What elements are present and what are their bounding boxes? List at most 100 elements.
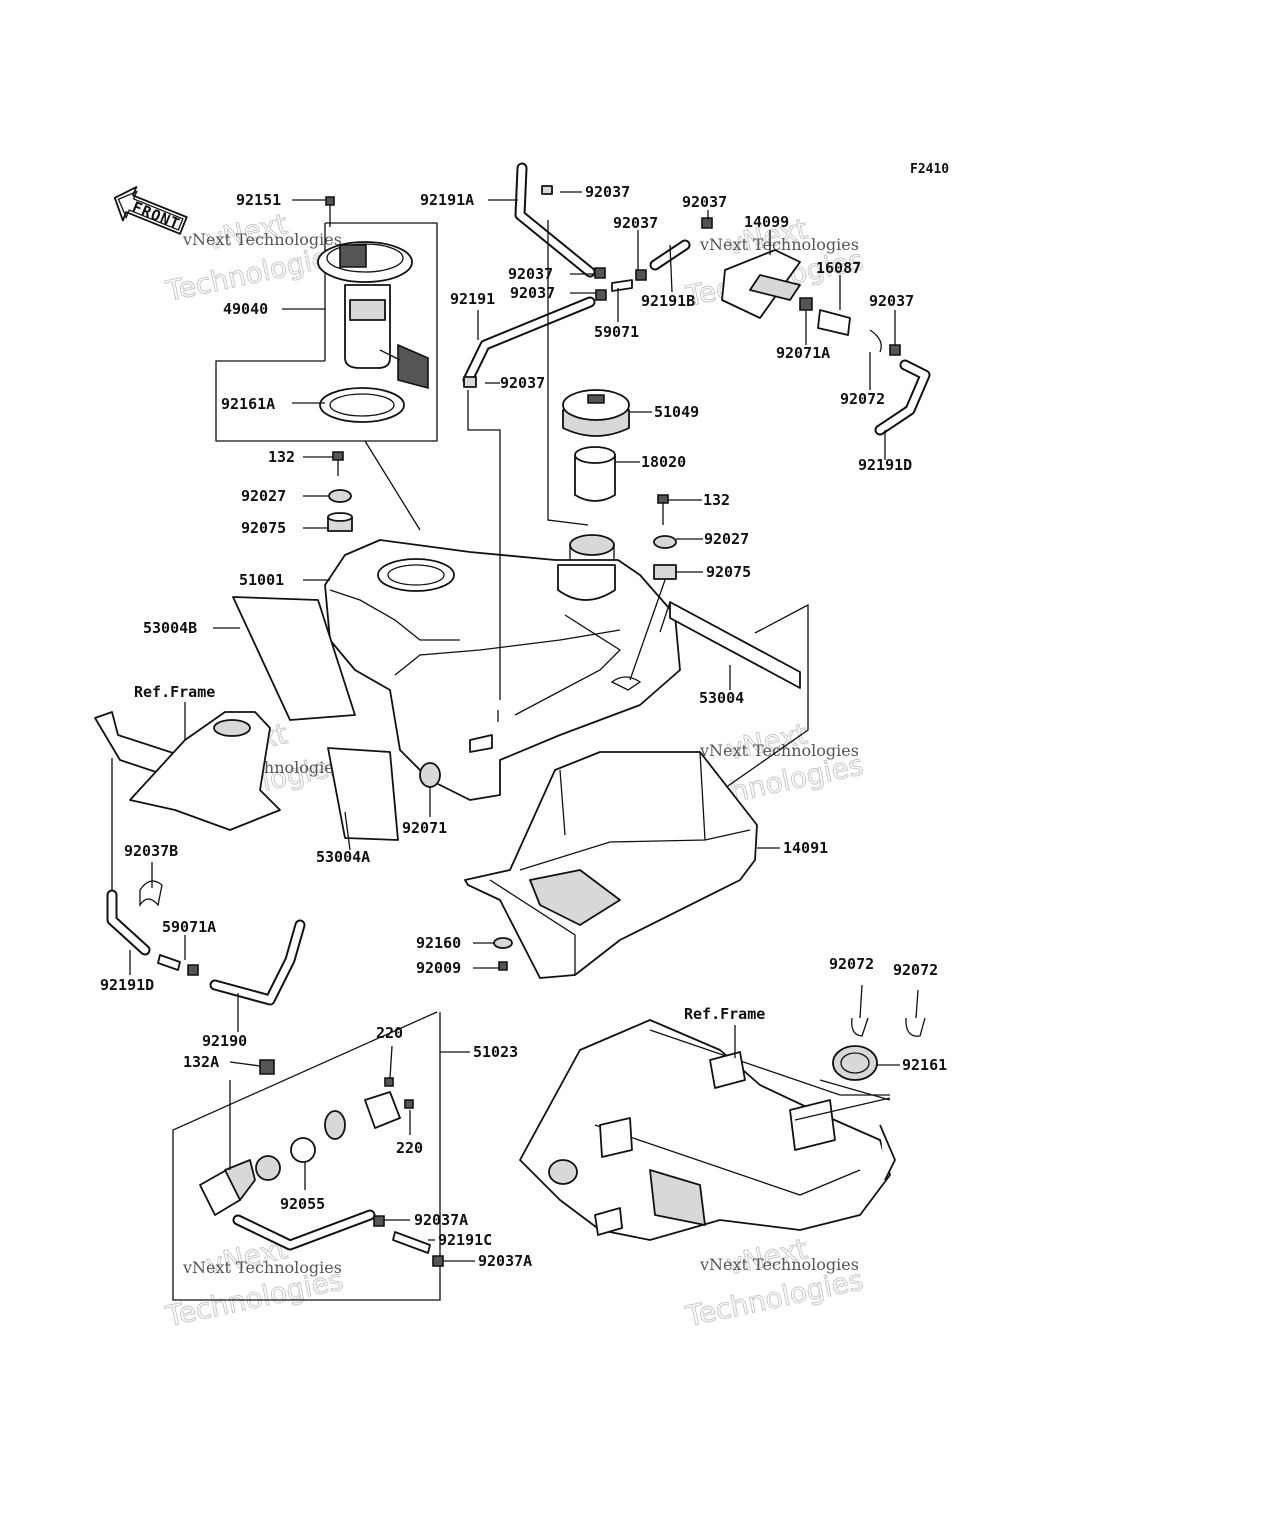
- leader-vent-to-tank: [467, 390, 501, 700]
- frame-boss: [213, 719, 251, 737]
- part-label: 53004A: [316, 848, 370, 866]
- frame-body-right: [519, 1019, 891, 1241]
- leader: [344, 811, 351, 851]
- tray-front-lip: [489, 879, 576, 975]
- bolt-132A: [259, 1059, 275, 1075]
- part-label: 92037: [508, 265, 553, 283]
- part-label: Ref.Frame: [134, 683, 215, 701]
- cap-51049-top: [562, 389, 630, 421]
- valve-gasket: [324, 1110, 346, 1140]
- leader: [859, 984, 863, 1019]
- screw-220-a: [384, 1077, 394, 1087]
- clamp-92037-b: [595, 289, 607, 301]
- part-label: 92191A: [420, 191, 474, 209]
- watermark-small: vNext Technologies: [182, 1258, 342, 1277]
- fuel-valve-group: [172, 1011, 444, 1301]
- part-label: 92191C: [438, 1231, 492, 1249]
- right-mount-hardware: [629, 494, 677, 681]
- frame-tab: [594, 1207, 623, 1236]
- part-label: 92037: [510, 284, 555, 302]
- washer-92160: [493, 937, 513, 949]
- grommet-92161: [832, 1045, 878, 1081]
- damper-top: [327, 512, 353, 522]
- frame-bracket-b: [599, 1117, 633, 1158]
- part-label: 92161A: [221, 395, 275, 413]
- leader-vent-to-neck: [547, 220, 589, 526]
- clamp-59071A: [187, 964, 199, 976]
- hose-92190-inner: [211, 921, 304, 1004]
- tank-pump-opening-inner: [387, 564, 445, 586]
- watermark-small: vNext Technologies: [182, 230, 342, 249]
- left-mount-hardware: [327, 451, 353, 532]
- part-label: 132: [268, 448, 295, 466]
- part-label: 220: [396, 1139, 423, 1157]
- part-label: 51023: [473, 1043, 518, 1061]
- part-label: 220: [376, 1024, 403, 1042]
- valve-lever: [255, 1155, 281, 1181]
- part-label: 92037: [869, 292, 914, 310]
- valve-group-bracket: [172, 1011, 441, 1301]
- frame-strut: [794, 1097, 891, 1121]
- filler-cap-group: [562, 389, 630, 502]
- leader: [669, 244, 673, 293]
- canister-bracket: [749, 274, 801, 301]
- tank-side-rib: [514, 614, 622, 716]
- part-label: 92055: [280, 1195, 325, 1213]
- clamp-92037-right: [701, 217, 713, 229]
- part-label: 92191D: [858, 456, 912, 474]
- leader: [229, 1061, 261, 1067]
- tray-inner-edge: [519, 829, 751, 871]
- part-label: 92037B: [124, 842, 178, 860]
- valve-plate: [364, 1091, 401, 1129]
- clamp-92037-a: [594, 267, 606, 279]
- hose-92191C: [392, 1231, 431, 1254]
- tray-14091: [464, 751, 758, 979]
- filler-ring-sides: [569, 545, 615, 560]
- part-label: 92071: [402, 819, 447, 837]
- tank-mount-tab: [610, 676, 642, 691]
- left-frame-group: [94, 711, 306, 1006]
- part-label: 92009: [416, 959, 461, 977]
- valve-lever-housing: [224, 1159, 256, 1201]
- part-label: 92037A: [414, 1211, 468, 1229]
- clamp-92037-far: [889, 344, 901, 356]
- pad-53004A: [327, 747, 399, 841]
- grommet-92071A: [799, 297, 813, 311]
- cap-51049-latch: [587, 394, 605, 404]
- part-label: 14091: [783, 839, 828, 857]
- part-label: 92151: [236, 191, 281, 209]
- part-label: 49040: [223, 300, 268, 318]
- part-label: 132: [703, 491, 730, 509]
- tank-edge-line: [329, 589, 460, 641]
- clamp-92037-c: [635, 269, 647, 281]
- part-label: 53004: [699, 689, 744, 707]
- hose-92191D-right-inner: [876, 361, 929, 434]
- bolt-92009: [498, 961, 508, 971]
- pad-53004: [669, 601, 801, 689]
- frame-bracket-left: [129, 711, 281, 831]
- grommet-92071: [419, 762, 441, 788]
- leader-92161: [819, 1079, 891, 1101]
- pump-flange-inner: [326, 243, 404, 273]
- part-label: 92072: [840, 390, 885, 408]
- bolt-132-left: [332, 451, 344, 461]
- part-label: 59071A: [162, 918, 216, 936]
- part-labels: 92151 49040 92161A 132 92027 92075 51001…: [100, 183, 947, 1270]
- hose-92191A-inner: [516, 164, 594, 276]
- frame-bushing: [548, 1159, 578, 1185]
- part-label: 92191B: [641, 292, 695, 310]
- pump-sender-float: [397, 343, 429, 390]
- part-label: 92072: [829, 955, 874, 973]
- tank-filler-neck: [557, 564, 616, 601]
- leader: [915, 989, 919, 1019]
- clamp-92037-top: [541, 185, 553, 195]
- part-label: 92191D: [100, 976, 154, 994]
- part-label: 92161: [902, 1056, 947, 1074]
- front-arrow: FRONT: [113, 186, 188, 235]
- strainer-rim: [574, 446, 616, 464]
- grommet-92161-inner: [840, 1052, 870, 1074]
- part-label: 14099: [744, 213, 789, 231]
- hose-92191D-left-inner: [108, 891, 149, 954]
- part-label: 92071A: [776, 344, 830, 362]
- part-label: Ref.Frame: [684, 1005, 765, 1023]
